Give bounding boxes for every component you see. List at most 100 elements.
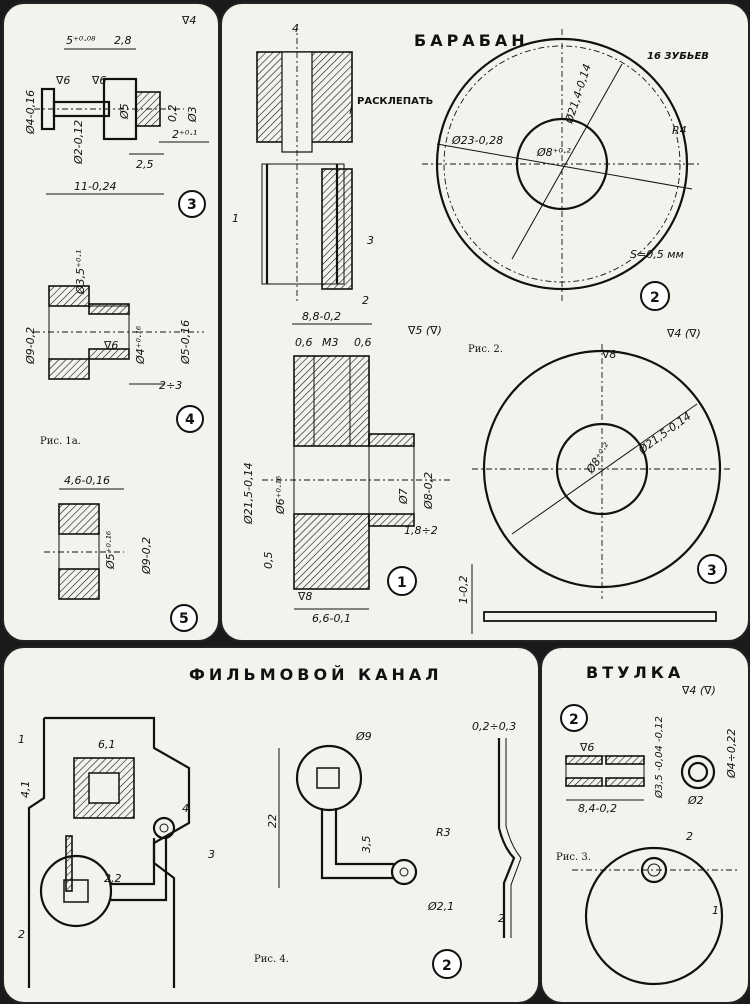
channel-ref-1: 1 — [18, 733, 25, 746]
spring-dim-3: 3,5 — [360, 836, 373, 854]
channel-plate-drawing — [27, 716, 191, 988]
drum-ref-1: 1 — [232, 212, 239, 225]
gear-dim-1: Ø23-0,28 — [451, 134, 503, 147]
part4-dim-3: ∇6 — [103, 339, 118, 352]
disk-label: 3 — [707, 563, 717, 579]
fig-4-caption: Рис. 4. — [254, 954, 289, 965]
bushing-dim-3: 8,4-0,2 — [578, 802, 617, 815]
drum-ref-3: 3 — [367, 234, 374, 247]
bushing-dim-2: Ø3,5 -0,04 -0,12 — [653, 716, 665, 799]
gear-thickness: S=0,5 мм — [630, 248, 684, 261]
bushing-assembly-drawing — [572, 846, 737, 986]
gear-label: 2 — [650, 290, 660, 306]
panel-film-channel: ФИЛЬМОВОЙ КАНАЛ 1 6,1 4,1 2,2 4 3 2 Ø9 2… — [2, 646, 540, 1004]
gear-radius: R4 — [672, 124, 687, 137]
part-4-drawing — [34, 285, 204, 385]
drum-rivet-note: РАСКЛЕПАТЬ — [357, 96, 433, 107]
disk-dim-2: Ø8⁺⁰·² — [583, 440, 614, 476]
hub-dim-7: Ø7 — [397, 488, 410, 505]
channel-ref-2: 2 — [18, 928, 25, 941]
bushing-dim-5: Ø4÷0,22 — [725, 729, 738, 779]
part4-dim-2: Ø9-0,2 — [24, 327, 37, 365]
disk-r8: ∇8 — [601, 348, 616, 361]
drawing-fig-1a: ∇4 5⁺⁰·⁰⁸ 2,8 ∇6 ∇6 Ø4-0,16 Ø2-0,12 Ø5 0… — [24, 14, 209, 632]
spring-dim-4: R3 — [436, 826, 451, 839]
sprocket-drawing — [422, 29, 702, 304]
spring-dim-6: 0,2÷0,3 — [472, 720, 516, 733]
drawing-fig-4: ФИЛЬМОВОЙ КАНАЛ 1 6,1 4,1 2,2 4 3 2 Ø9 2… — [18, 665, 522, 988]
film-channel-title: ФИЛЬМОВОЙ КАНАЛ — [189, 665, 443, 684]
channel-dim-1: 6,1 — [98, 738, 116, 751]
panel-bushing: ВТУЛКА 2 ∇4 (∇) ∇6 Ø3,5 -0,04 -0,12 8,4-… — [540, 646, 750, 1004]
channel-dim-2: 4,1 — [19, 781, 32, 799]
part5-dim-1: 4,6-0,16 — [64, 474, 110, 487]
hub-label: 1 — [397, 575, 407, 591]
hub-dim-12: 6,6-0,1 — [312, 612, 351, 625]
part-3-drawing — [34, 48, 209, 195]
part3-dim-10: 2⁺⁰·¹ — [172, 128, 197, 141]
gear-dim-3: Ø8⁺⁰·² — [536, 146, 571, 159]
part4-dim-4: Ø4⁺⁰·¹⁶ — [134, 325, 147, 365]
part5-callout — [170, 604, 198, 632]
part-5-drawing — [44, 488, 124, 600]
channel-dim-3: 2,2 — [104, 872, 122, 885]
panel-baraban: БАРАБАН 4 РАСКЛЕПАТЬ 1 3 2 16 ЗУБЬЕВ Ø23… — [220, 2, 750, 642]
gear-callout — [640, 281, 670, 311]
fig-3-caption: Рис. 3. — [556, 852, 591, 863]
part4-callout — [176, 405, 204, 433]
gear-teeth-note: 16 ЗУБЬЕВ — [647, 51, 709, 62]
spring-dim-2: 22 — [266, 814, 279, 828]
hub-dim-8: Ø8-0,2 — [422, 472, 435, 510]
part3-dim-12: 11-0,24 — [74, 180, 116, 193]
bushing-label: 2 — [569, 712, 579, 728]
part3-dim-7: Ø5 — [118, 103, 131, 120]
drum-assembly-drawing — [256, 24, 353, 304]
disk-drawing — [471, 344, 732, 634]
part3-dim-1: 5⁺⁰·⁰⁸ — [66, 34, 96, 47]
bushing-ref-2: 2 — [686, 830, 693, 843]
drawing-fig-2: БАРАБАН 4 РАСКЛЕПАТЬ 1 3 2 16 ЗУБЬЕВ Ø23… — [232, 22, 732, 634]
bushing-callout — [560, 704, 588, 732]
part3-label: 3 — [187, 197, 197, 213]
disk-roughness: ∇4 (∇) — [666, 327, 701, 340]
hub-roughness: ∇5 (∇) — [407, 324, 442, 337]
part3-dim-2: 2,8 — [114, 34, 132, 47]
hub-section-drawing — [262, 323, 452, 610]
hub-dim-10: 0,5 — [262, 552, 275, 570]
panel-parts-1a: ∇4 5⁺⁰·⁰⁸ 2,8 ∇6 ∇6 Ø4-0,16 Ø2-0,12 Ø5 0… — [2, 2, 220, 642]
channel-spring-drawing — [278, 738, 522, 938]
spring-dim-7: 2 — [498, 912, 505, 925]
hub-dim-9: 1,8÷2 — [404, 524, 438, 537]
spring-label: 2 — [442, 958, 452, 974]
hub-dim-3: М3 — [322, 336, 339, 349]
part4-dim-1: Ø3,5⁺⁰·¹ — [74, 250, 87, 295]
part3-callout — [178, 190, 206, 218]
channel-ref-4: 4 — [182, 802, 189, 815]
part3-dim-5: Ø4-0,16 — [24, 90, 37, 135]
part3-dim-6: Ø2-0,12 — [72, 120, 85, 165]
bushing-ref-1: 1 — [712, 904, 719, 917]
gear-dim-2: Ø21,4-0,14 — [562, 62, 594, 126]
bushing-dim-4: Ø2 — [687, 794, 704, 807]
part3-dim-9: Ø3 — [186, 106, 199, 123]
roughness-mark: ∇4 — [181, 14, 196, 27]
disk-dim-3: 1-0,2 — [457, 576, 470, 604]
hub-dim-4: 0,6 — [354, 336, 372, 349]
spring-dim-1: Ø9 — [355, 730, 372, 743]
spring-dim-5: Ø2,1 — [427, 900, 454, 913]
part4-dim-6: 2÷3 — [159, 379, 182, 392]
drum-ref-4: 4 — [292, 22, 299, 35]
drum-ref-2: 2 — [362, 294, 369, 307]
channel-ref-3: 3 — [208, 848, 215, 861]
bushing-dim-1: ∇6 — [579, 741, 594, 754]
baraban-title: БАРАБАН — [414, 31, 529, 50]
fig-1a-caption: Рис. 1а. — [40, 436, 81, 447]
hub-dim-6: Ø6⁺⁰·¹⁶ — [274, 475, 287, 515]
spring-callout — [432, 949, 462, 979]
part3-dim-3: ∇6 — [55, 74, 70, 87]
part5-label: 5 — [179, 611, 189, 627]
part5-dim-3: Ø9-0,2 — [140, 537, 153, 575]
hub-dim-11: ∇8 — [297, 590, 312, 603]
part4-label: 4 — [185, 412, 195, 428]
bushing-drawing — [565, 754, 716, 801]
